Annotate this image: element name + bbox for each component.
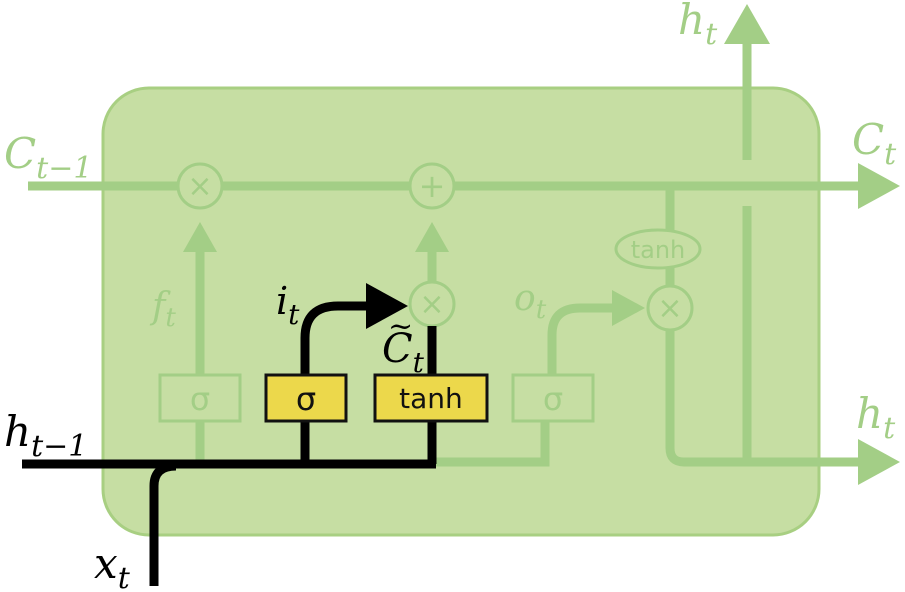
active-labels: ht−1 xt it ~ Ct — [4, 279, 425, 592]
candidate-gate-label: tanh — [399, 382, 463, 415]
forget-multiply-op — [176, 162, 224, 210]
input-gate-label: σ — [296, 380, 316, 418]
cell-tanh-label: tanh — [631, 236, 686, 264]
forget-gate-arrowhead — [183, 222, 217, 252]
input-gate-arrowhead — [366, 283, 408, 329]
output-to-ht-line — [665, 330, 862, 467]
output-gate-to-mult-line — [547, 303, 615, 375]
add-op — [408, 162, 456, 210]
cell-tanh-op — [614, 228, 702, 270]
forget-multiply-symbol: × — [187, 169, 212, 204]
output-multiply-symbol: × — [657, 291, 682, 326]
o-gate-label: ot — [514, 278, 547, 325]
x-in-label: xt — [94, 539, 131, 592]
faded-arrowheads — [183, 4, 900, 485]
add-arrowhead — [415, 222, 449, 252]
h-right-label: ht — [856, 389, 896, 446]
cell-state-arrowhead — [858, 163, 900, 209]
c-next-label: Ct — [852, 115, 897, 172]
output-multiply-op — [646, 284, 694, 332]
lstm-cell-body — [101, 86, 821, 537]
forget-gate-label: σ — [190, 380, 210, 418]
h-top-label: ht — [678, 0, 718, 52]
input-multiply-symbol: × — [419, 287, 444, 322]
ht-top-arrowhead — [724, 4, 770, 44]
forget-gate-box — [158, 373, 242, 423]
candidate-gate-box — [373, 373, 489, 423]
i-gate-label: it — [276, 279, 300, 331]
c-prev-label: Ct−1 — [4, 129, 92, 186]
faded-labels: Ct−1 Ct ht ht ft ot — [4, 0, 897, 446]
c-tilde-label: Ct — [382, 326, 425, 379]
h-prev-label: ht−1 — [4, 407, 87, 464]
output-gate-box — [511, 373, 595, 423]
input-xt-line — [149, 461, 177, 586]
c-tilde-accent: ~ — [388, 309, 413, 344]
input-gate-output-line — [300, 301, 372, 375]
input-gate-box — [264, 373, 348, 423]
faded-gates: σ σ — [158, 373, 595, 423]
add-symbol: + — [419, 167, 446, 205]
output-gate-arrowhead — [612, 290, 645, 326]
active-paths — [22, 301, 437, 586]
ht-right-arrowhead — [858, 439, 900, 485]
active-gates: σ tanh — [264, 373, 489, 423]
output-gate-label: σ — [543, 380, 563, 418]
faded-operators: × + × × tanh — [176, 162, 702, 332]
